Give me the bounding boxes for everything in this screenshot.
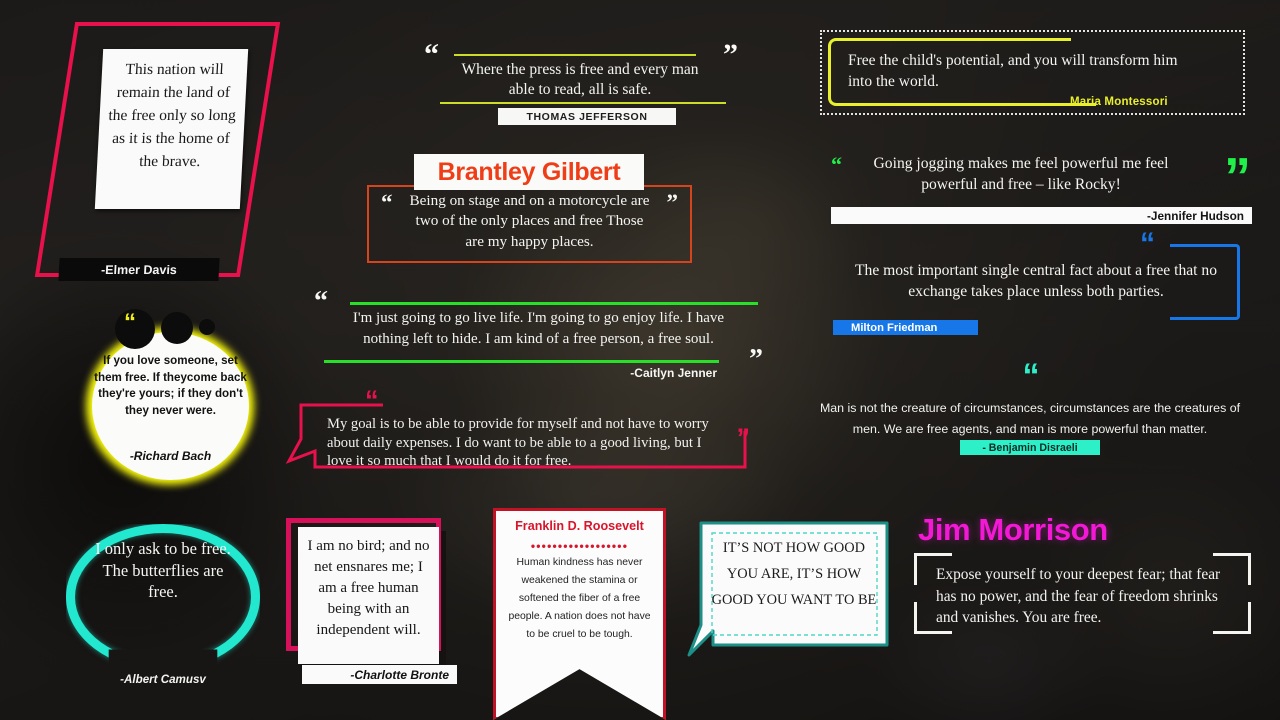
quote-text: Free the child's potential, and you will… (848, 52, 1178, 90)
quote-text: Man is not the creature of circumstances… (819, 401, 1241, 436)
open-quote-icon: “ (1022, 357, 1040, 395)
corner-bracket-top-left (914, 553, 952, 585)
quote-card-jim-morrison[interactable]: Jim Morrison Expose yourself to your dee… (910, 512, 1255, 652)
quote-text: Going jogging makes me feel powerful me … (873, 155, 1169, 193)
yellow-bracket-frame (828, 38, 1066, 106)
dotted-divider: •••••••••••••••••• (530, 539, 629, 553)
speech-bubble-outline-icon (285, 403, 747, 469)
quote-text: Expose yourself to your deepest fear; th… (936, 566, 1221, 626)
quote-card-maria-montessori[interactable]: Free the child's potential, and you will… (820, 30, 1245, 115)
quote-text: Human kindness has never weakened the st… (508, 557, 651, 641)
quote-text: The most important single central fact a… (855, 262, 1217, 300)
quote-card-elmer-davis[interactable]: This nation will remain the land of the … (34, 22, 281, 282)
quote-card-speech-bubble-crimson[interactable]: “ ” My goal is to be able to provide for… (283, 387, 753, 477)
quote-text: This nation will remain the land of the … (108, 61, 237, 170)
white-paper-sheet: This nation will remain the land of the … (94, 49, 249, 209)
close-quote-icon: ” (666, 190, 679, 215)
corner-bracket-bottom-right (1213, 602, 1251, 634)
close-quote-icon: ” (749, 344, 763, 375)
quote-text: I am no bird; and no net ensnares me; I … (307, 538, 430, 638)
open-quote-icon: “ (365, 385, 378, 415)
quote-author: Maria Montessori (1070, 96, 1168, 108)
quote-text: My goal is to be able to provide for mys… (327, 416, 709, 470)
black-bubble-dot-medium (161, 312, 193, 344)
open-quote-icon: “ (381, 190, 393, 215)
quote-card-franklin-roosevelt[interactable]: Franklin D. Roosevelt ••••••••••••••••••… (493, 508, 666, 720)
quote-author: THOMAS JEFFERSON (498, 108, 676, 125)
quote-text: Being on stage and on a motorcycle are t… (409, 192, 650, 250)
quote-card-caitlyn-jenner[interactable]: “ ” I'm just going to go live life. I'm … (308, 288, 763, 383)
yellow-bracket-bottom-stub (1064, 103, 1096, 106)
quote-author: - Benjamin Disraeli (960, 440, 1100, 455)
top-rule-divider (454, 54, 696, 56)
close-quote-icon: ” (723, 38, 738, 71)
quote-text: If you love someone, set them free. If t… (94, 354, 247, 417)
close-quote-icon: ” (736, 423, 750, 453)
quote-card-jennifer-hudson[interactable]: “ ” Going jogging makes me feel powerful… (826, 147, 1252, 230)
quote-card-brantley-gilbert[interactable]: Brantley Gilbert “ ” Being on stage and … (367, 154, 692, 263)
quote-author: -Elmer Davis (58, 258, 220, 281)
open-quote-icon: “ (124, 309, 136, 336)
dotted-outer-border (820, 30, 1245, 115)
quote-text: IT’S NOT HOW GOOD YOU ARE, IT’S HOW GOOD… (711, 540, 877, 608)
black-bubble-dot-small (199, 319, 215, 335)
open-quote-icon: “ (424, 38, 439, 71)
corner-bracket-top-right (1213, 553, 1251, 585)
blue-bracket-frame (1170, 244, 1240, 320)
author-name: Jim Morrison (918, 512, 1108, 547)
quote-text: I only ask to be free. The butterflies a… (95, 539, 231, 601)
quote-card-albert-camus[interactable]: I only ask to be free. The butterflies a… (62, 518, 267, 696)
quote-author: -Richard Bach (129, 449, 212, 463)
quote-text: Where the press is free and every man ab… (461, 61, 699, 98)
quote-card-richard-bach[interactable]: “ If you love someone, set them free. If… (78, 305, 264, 487)
author-name: Franklin D. Roosevelt (515, 519, 644, 533)
bottom-rule-divider (324, 360, 719, 363)
top-rule-divider (350, 302, 758, 305)
quote-card-speech-bubble-teal[interactable]: IT’S NOT HOW GOOD YOU ARE, IT’S HOW GOOD… (683, 519, 893, 659)
close-quote-icon: ” (1224, 147, 1251, 207)
open-quote-icon: “ (831, 152, 842, 177)
author-name-banner: Brantley Gilbert (414, 154, 644, 190)
white-paper-sheet: I am no bird; and no net ensnares me; I … (298, 527, 439, 664)
bottom-rule-divider (440, 102, 726, 104)
quote-card-thomas-jefferson[interactable]: “ ” Where the press is free and every ma… (412, 36, 742, 132)
white-circle-disc (92, 332, 249, 480)
open-quote-icon: “ (1140, 227, 1155, 260)
quote-text: I'm just going to go live life. I'm goin… (352, 310, 725, 347)
quote-card-charlotte-bronte[interactable]: I am no bird; and no net ensnares me; I … (286, 518, 461, 690)
corner-bracket-bottom-left (914, 602, 952, 634)
open-quote-icon: “ (314, 286, 328, 317)
quote-author: -Jennifer Hudson (831, 207, 1252, 224)
quote-author: -Caitlyn Jenner (630, 366, 717, 380)
quote-author: -Albert Camusv (120, 673, 206, 686)
black-bubble-dot-large (115, 309, 155, 349)
quote-author: -Charlotte Bronte (302, 665, 457, 684)
quote-card-milton-friedman[interactable]: “ The most important single central fact… (830, 227, 1250, 338)
quote-card-benjamin-disraeli[interactable]: “ Man is not the creature of circumstanc… (795, 357, 1265, 458)
quote-author: Milton Friedman (833, 320, 978, 335)
teal-speech-bubble-icon (687, 521, 889, 657)
yellow-bracket-top-stub (1064, 38, 1071, 41)
